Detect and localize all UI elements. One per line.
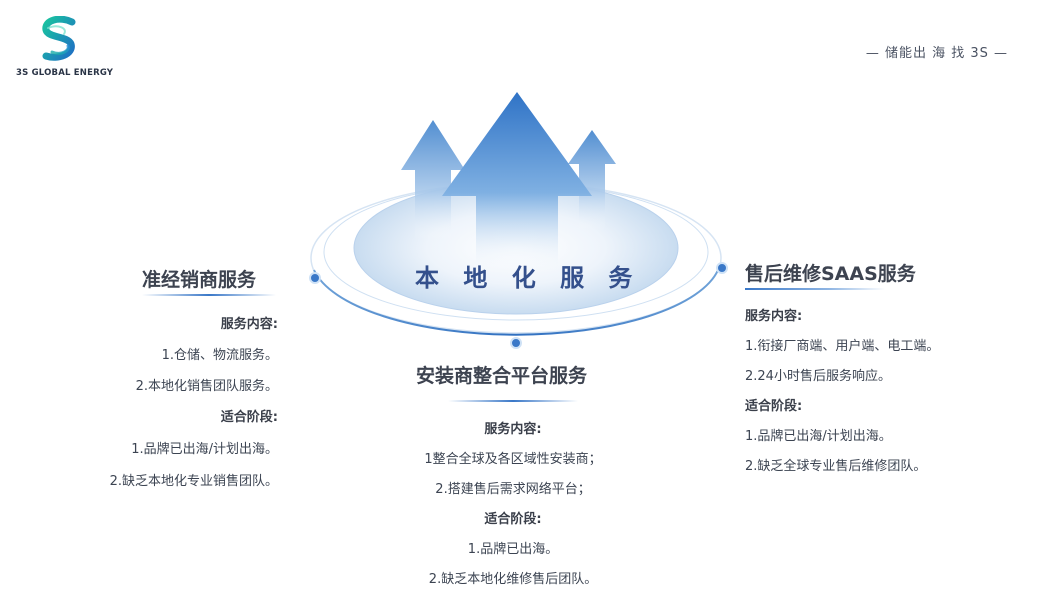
stage-heading: 适合阶段:: [745, 395, 802, 414]
content-item: 2.本地化销售团队服务。: [136, 375, 278, 394]
content-item: 1.仓储、物流服务。: [162, 344, 278, 363]
brand-logo: 3S GLOBAL ENERGY: [16, 16, 112, 82]
stage-heading: 适合阶段:: [413, 508, 613, 527]
bottom-dot: [511, 338, 521, 348]
content-heading: 服务内容:: [221, 313, 278, 332]
content-item: 1整合全球及各区域性安装商；: [413, 448, 613, 467]
panel-title: 安装商整合平台服务: [416, 361, 587, 388]
title-underline: [142, 294, 276, 296]
stage-item: 1.品牌已出海。: [413, 538, 613, 557]
panel-title: 售后维修SAAS服务: [745, 259, 916, 286]
stage-item: 2.缺乏全球专业售后维修团队。: [745, 455, 926, 474]
left-dot: [310, 273, 320, 283]
content-item: 1.衔接厂商端、用户端、电工端。: [745, 335, 939, 354]
panel-title: 准经销商服务: [142, 265, 256, 292]
title-underline: [745, 288, 885, 290]
stage-item: 2.缺乏本地化维修售后团队。: [413, 568, 613, 587]
stage-item: 1.品牌已出海/计划出海。: [745, 425, 892, 444]
title-underline: [448, 400, 578, 402]
localization-arrows-graphic: [300, 70, 730, 350]
stage-item: 1.品牌已出海/计划出海。: [131, 438, 278, 457]
center-title: 本 地 化 服 务: [415, 258, 615, 293]
content-item: 2.24小时售后服务响应。: [745, 365, 891, 384]
logo-s-icon: [38, 16, 82, 64]
tagline: — 储能出 海 找 3S —: [866, 42, 1008, 61]
content-item: 2.搭建售后需求网络平台；: [413, 478, 613, 497]
stage-item: 2.缺乏本地化专业销售团队。: [110, 470, 278, 489]
logo-text: 3S GLOBAL ENERGY: [16, 68, 126, 78]
content-heading: 服务内容:: [413, 418, 613, 437]
right-dot: [717, 263, 727, 273]
stage-heading: 适合阶段:: [221, 406, 278, 425]
content-heading: 服务内容:: [745, 305, 802, 324]
